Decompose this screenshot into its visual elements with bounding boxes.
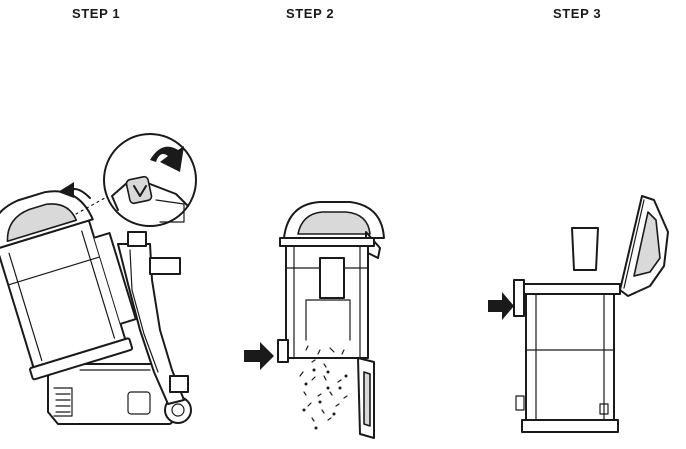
step-3-label: STEP 3 bbox=[553, 6, 602, 21]
falling-debris bbox=[299, 345, 348, 430]
step-2-illustration bbox=[244, 201, 385, 439]
dust-cup-handle bbox=[283, 201, 385, 259]
release-latch-zoom-bubble bbox=[103, 133, 197, 227]
lift-arrow-icon bbox=[58, 182, 91, 199]
tilted-dust-cup bbox=[0, 190, 137, 381]
dust-cup-body-step3 bbox=[513, 279, 621, 433]
open-bottom-door bbox=[357, 357, 375, 439]
dust-cup-body bbox=[277, 237, 375, 363]
curved-arrow-icon bbox=[150, 146, 184, 172]
step-2-label: STEP 2 bbox=[286, 6, 335, 21]
leader-dots bbox=[75, 193, 113, 215]
push-arrow-icon bbox=[488, 292, 514, 320]
release-button-icon bbox=[125, 175, 153, 205]
open-lid bbox=[619, 195, 669, 297]
step-3-illustration bbox=[488, 195, 669, 433]
step-1-illustration bbox=[0, 133, 197, 425]
step-1-label: STEP 1 bbox=[72, 6, 121, 21]
removed-filter bbox=[571, 227, 599, 271]
handle-column bbox=[117, 231, 189, 405]
push-arrow-icon bbox=[244, 342, 274, 370]
